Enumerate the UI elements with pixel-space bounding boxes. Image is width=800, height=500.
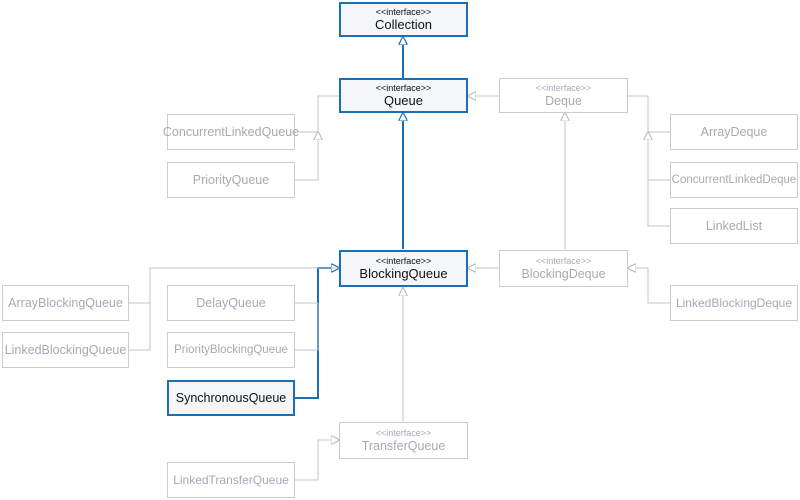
delayqueue-class-node[interactable]: DelayQueue (167, 285, 295, 321)
arraydeque-class-node[interactable]: ArrayDeque (670, 114, 798, 150)
class-name: LinkedBlockingDeque (675, 296, 793, 310)
stereotype-label: <<interface>> (535, 255, 592, 266)
concurrentlinkeddeque-class-node[interactable]: ConcurrentLinkedDeque (670, 162, 798, 198)
class-name: LinkedBlockingQueue (4, 343, 127, 357)
edge-deque-impls (628, 95, 670, 227)
stereotype-label: <<interface>> (375, 255, 432, 266)
class-name: SynchronousQueue (175, 391, 287, 405)
concurrentlinkedqueue-class-node[interactable]: ConcurrentLinkedQueue (163, 114, 299, 150)
class-name: BlockingDeque (521, 266, 606, 281)
class-name: ArrayBlockingQueue (8, 296, 123, 310)
priorityblockingqueue-class-node[interactable]: PriorityBlockingQueue (167, 332, 295, 368)
class-name: ArrayDeque (700, 125, 768, 139)
class-name: Collection (374, 16, 433, 32)
stereotype-label: <<interface>> (375, 82, 432, 93)
collection-interface-node[interactable]: <<interface>> Collection (339, 2, 468, 37)
queue-interface-node[interactable]: <<interface>> Queue (339, 78, 468, 113)
priorityqueue-class-node[interactable]: PriorityQueue (167, 162, 295, 198)
class-name: Queue (383, 92, 424, 108)
stereotype-label: <<interface>> (535, 82, 592, 93)
class-name: LinkedTransferQueue (173, 473, 289, 487)
arrayblockingqueue-class-node[interactable]: ArrayBlockingQueue (2, 285, 129, 321)
class-name: ConcurrentLinkedQueue (162, 125, 300, 139)
stereotype-label: <<interface>> (375, 427, 432, 438)
linkedblockingqueue-class-node[interactable]: LinkedBlockingQueue (2, 332, 129, 368)
blockingdeque-interface-node[interactable]: <<interface>> BlockingDeque (499, 250, 628, 287)
edge-mid-impls-blockingqueue (294, 302, 319, 351)
class-name: LinkedList (705, 219, 763, 233)
edge-queue-impls (294, 95, 339, 181)
linkedblockingdeque-class-node[interactable]: LinkedBlockingDeque (670, 285, 798, 321)
class-name: PriorityQueue (192, 173, 270, 187)
class-name: DelayQueue (196, 296, 266, 310)
edge-linkedtransferqueue-transferqueue (294, 440, 339, 481)
class-name: BlockingQueue (359, 265, 448, 281)
linkedlist-class-node[interactable]: LinkedList (670, 208, 798, 244)
class-name: ConcurrentLinkedDeque (671, 174, 797, 186)
blockingqueue-interface-node[interactable]: <<interface>> BlockingQueue (339, 250, 468, 287)
deque-interface-node[interactable]: <<interface>> Deque (499, 78, 628, 113)
transferqueue-interface-node[interactable]: <<interface>> TransferQueue (339, 422, 468, 459)
edge-left-impls-blockingqueue (128, 267, 339, 351)
linkedtransferqueue-class-node[interactable]: LinkedTransferQueue (167, 462, 295, 498)
class-name: TransferQueue (361, 438, 446, 453)
class-name: Deque (545, 93, 582, 108)
synchronousqueue-class-node[interactable]: SynchronousQueue (167, 380, 295, 416)
class-name: PriorityBlockingQueue (174, 344, 288, 356)
edge-synchronousqueue-blockingqueue (294, 268, 339, 399)
stereotype-label: <<interface>> (375, 6, 432, 17)
edge-linkedblockingdeque-blockingdeque (628, 268, 670, 304)
